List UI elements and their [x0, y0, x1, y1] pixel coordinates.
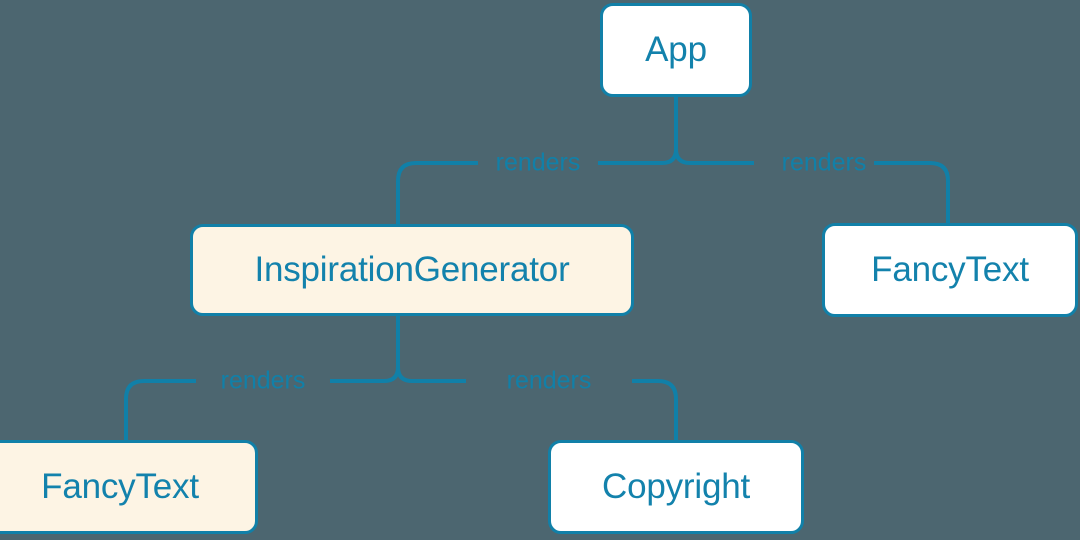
edge-app-to-inspgen [396, 161, 478, 226]
edge-label-inspgen-fancytext-bottom: renders [220, 366, 306, 395]
edge-inspgen-bus-left [330, 366, 400, 383]
node-fancytext-bottom-left-label: FancyText [41, 466, 199, 506]
edge-inspgen-to-copyright [632, 379, 678, 442]
node-copyright-label: Copyright [602, 466, 750, 506]
edge-label-app-fancytext-right: renders [781, 148, 867, 177]
edge-app-to-fancytext-right [874, 161, 950, 225]
edge-label-inspgen-copyright: renders [506, 366, 592, 395]
node-fancytext-right-label: FancyText [871, 249, 1029, 289]
node-copyright[interactable]: Copyright [548, 440, 804, 534]
edge-inspgen-to-fancytext-bottom [124, 379, 196, 442]
edge-app-bus-right [674, 148, 754, 165]
node-inspiration-generator-label: InspirationGenerator [254, 249, 570, 289]
edge-inspgen-bus-right [396, 366, 466, 383]
edge-label-app-inspgen: renders [495, 148, 581, 177]
node-fancytext-right[interactable]: FancyText [822, 223, 1078, 317]
node-inspiration-generator[interactable]: InspirationGenerator [190, 224, 634, 316]
node-app-label: App [645, 29, 707, 69]
node-app[interactable]: App [600, 3, 752, 97]
node-fancytext-bottom-left[interactable]: FancyText [0, 440, 258, 534]
edge-app-bus-left [598, 148, 678, 165]
